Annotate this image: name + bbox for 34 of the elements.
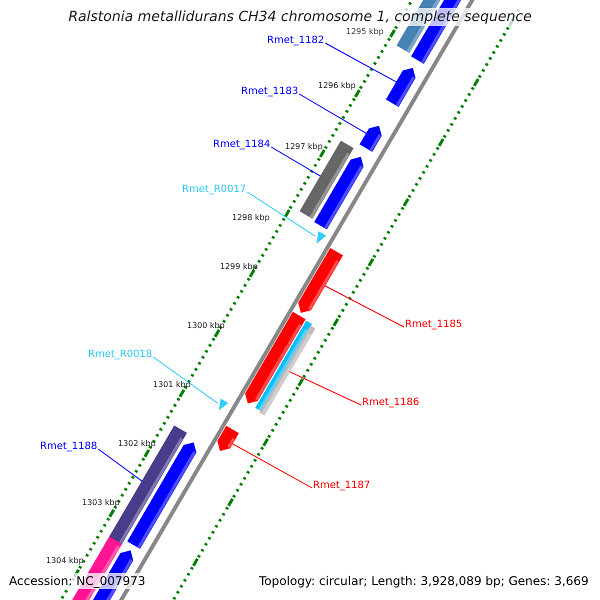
- gene-label: Rmet_1183: [241, 87, 298, 97]
- scale-label: 1304 kbp: [46, 557, 84, 565]
- gene-feature: [298, 248, 344, 313]
- scale-label: 1298 kbp: [232, 214, 270, 222]
- gene-feature: [386, 68, 416, 107]
- leader-line: [98, 448, 143, 482]
- scale-label: 1300 kbp: [187, 322, 225, 330]
- gene-label: Rmet_1185: [405, 320, 462, 330]
- rna-marker: [218, 398, 228, 410]
- scale-label: 1297 kbp: [285, 143, 323, 151]
- rna-marker: [316, 231, 326, 244]
- gene-label: Rmet_1186: [362, 398, 420, 408]
- scale-label: 1303 kbp: [82, 499, 120, 507]
- gene-label: Rmet_1182: [267, 36, 324, 46]
- gene-label: Rmet_1184: [213, 140, 270, 150]
- scale-label: 1295 kbp: [345, 27, 385, 37]
- leader-line: [324, 285, 404, 328]
- scale-label: 1296 kbp: [318, 82, 356, 90]
- gene-label: Rmet_1188: [40, 442, 98, 452]
- leader-line: [289, 371, 362, 406]
- leader-line: [298, 94, 367, 134]
- leader-line: [232, 443, 312, 488]
- gene-feature: [217, 426, 239, 451]
- gene-label: Rmet_R0017: [182, 185, 246, 195]
- scale-label: 1299 kbp: [220, 263, 258, 271]
- leader-line: [152, 356, 218, 404]
- leader-line: [324, 42, 397, 83]
- gene-feature: [360, 126, 382, 152]
- gene-label: Rmet_R0018: [88, 350, 152, 360]
- leader-line: [246, 192, 316, 237]
- scale-label: 1301 kbp: [153, 381, 191, 389]
- gene-label: Rmet_1187: [313, 481, 370, 491]
- scale-label: 1302 kbp: [118, 440, 156, 448]
- leader-line: [270, 146, 322, 177]
